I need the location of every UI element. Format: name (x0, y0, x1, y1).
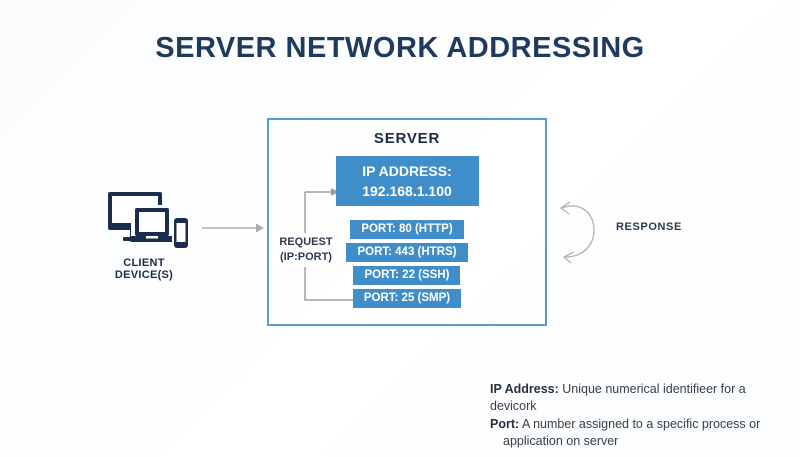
page-title: SERVER NETWORK ADDRESSING (155, 32, 645, 64)
legend-port-definition-cont: application on server (503, 433, 619, 448)
legend-ip-term: IP Address: (490, 382, 559, 396)
legend-ip-definition: Unique numerical identifieer for a devic… (490, 382, 746, 414)
client-devices-icon (108, 192, 190, 249)
legend-port-term: Port: (490, 416, 520, 431)
request-arrow-icon (202, 223, 264, 233)
ip-address-value: 192.168.1.100 (362, 183, 452, 199)
port-box-443: PORT: 443 (HTRS) (346, 243, 468, 262)
legend-port-line: Port: A number assigned to a specific pr… (490, 416, 792, 433)
port-box-22: PORT: 22 (SSH) (353, 266, 461, 285)
ip-address-box: IP ADDRESS: 192.168.1.100 (335, 156, 479, 206)
request-label-line2: (IP:PORT) (280, 250, 332, 263)
request-label: REQUEST (IP:PORT) (267, 233, 345, 267)
legend-ip-line: IP Address: Unique numerical identifieer… (490, 381, 792, 416)
ip-address-title: IP ADDRESS: (362, 162, 452, 179)
legend: IP Address: Unique numerical identifieer… (490, 381, 792, 450)
response-label: RESPONSE (616, 221, 682, 233)
client-devices-label: CLIENT DEVICE(S) (114, 257, 174, 281)
port-box-25: PORT: 25 (SMP) (352, 289, 462, 308)
response-arrow-icon (559, 201, 595, 264)
request-bracket-icon (304, 188, 355, 301)
server-box: SERVER IP ADDRESS: 192.168.1.100 PORT: 8… (267, 118, 547, 326)
legend-port-definition: A number assigned to a specific process … (519, 416, 761, 431)
port-list: PORT: 80 (HTTP) PORT: 443 (HTRS) PORT: 2… (346, 220, 468, 308)
request-label-line1: REQUEST (279, 236, 333, 248)
server-label: SERVER (373, 130, 441, 147)
port-box-80: PORT: 80 (HTTP) (350, 220, 464, 239)
